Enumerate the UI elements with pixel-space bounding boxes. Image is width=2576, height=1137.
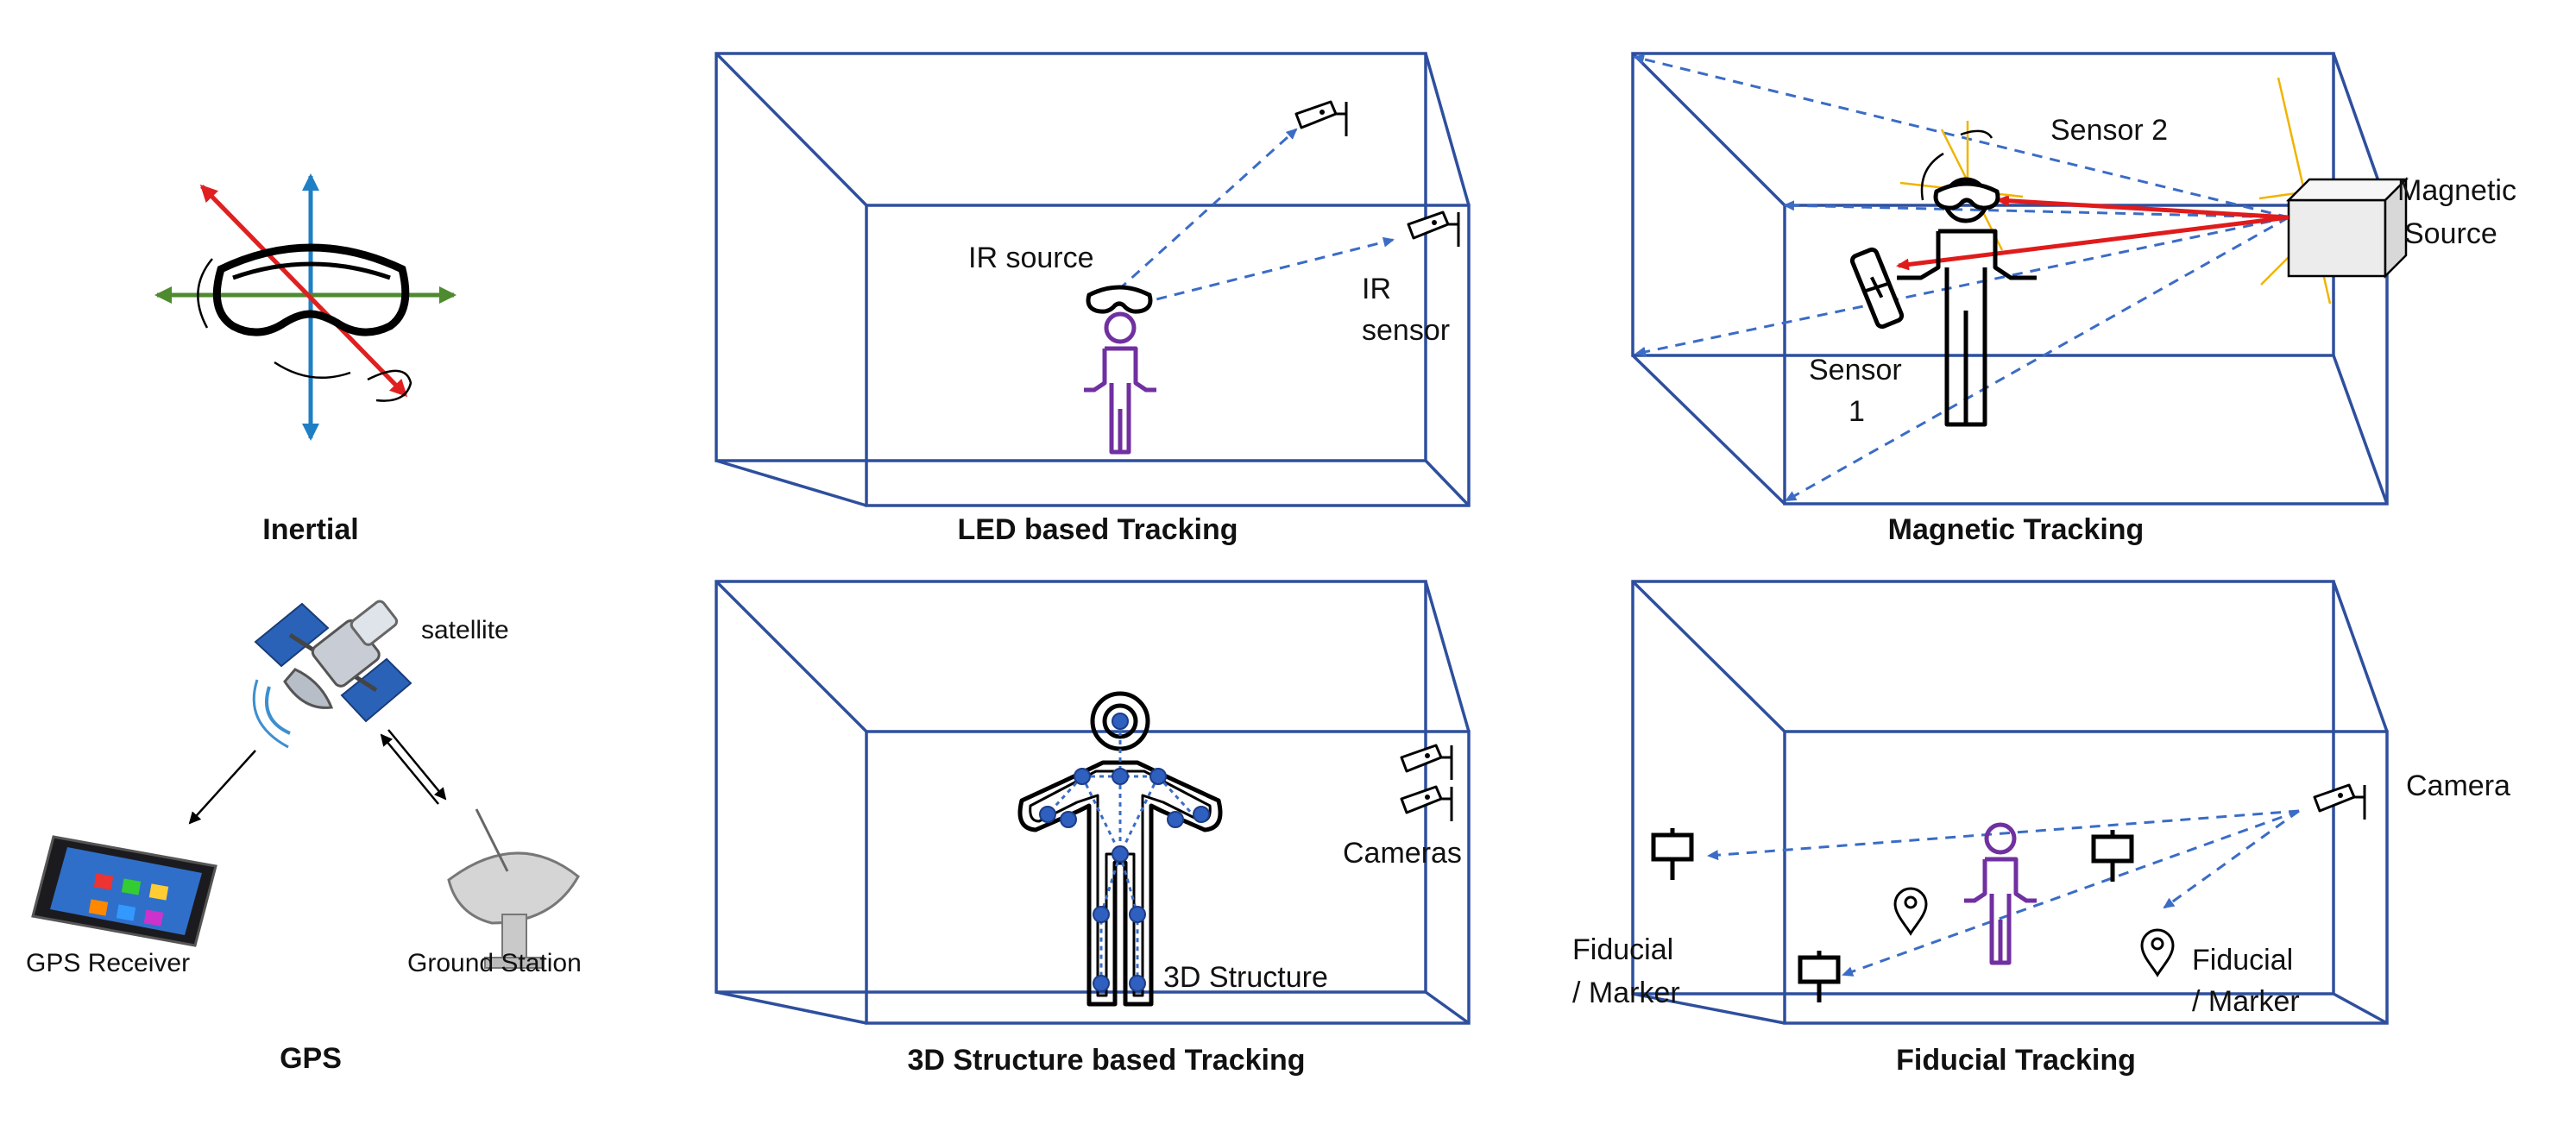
- label-cameras: Cameras: [1343, 837, 1462, 870]
- label-magnetic-source: Magnetic: [2397, 174, 2516, 207]
- signal-arrow: [387, 729, 447, 801]
- label-ir-source: IR source: [968, 242, 1094, 274]
- field-ray: [1783, 200, 2289, 219]
- person-icon: [1964, 825, 2037, 963]
- caption-led: LED based Tracking: [958, 513, 1238, 546]
- room-box: [715, 52, 1471, 507]
- rotation-arc-icon: [197, 258, 213, 329]
- gps-receiver-phone-icon: [31, 835, 217, 947]
- label-gps-receiver: GPS Receiver: [26, 949, 190, 977]
- satellite-icon: [252, 600, 413, 749]
- magnetic-ray: [1896, 215, 2289, 271]
- goggles-icon: [212, 243, 410, 336]
- caption-fiducial: Fiducial Tracking: [1896, 1044, 2136, 1077]
- camera-ray: [1707, 809, 2300, 861]
- person-icon: [1897, 121, 2037, 427]
- inertial-panel: Inertial: [154, 173, 457, 546]
- location-pin-icon: [1893, 887, 1928, 935]
- label-sensor-1: 1: [1849, 395, 1865, 428]
- ir-sensor-camera-icon: [1407, 210, 1460, 248]
- sensor-controller-icon: [1849, 247, 1905, 330]
- signal-arrow: [380, 733, 439, 805]
- label-3d-structure: 3D Structure: [1163, 961, 1328, 994]
- person-icon: [1084, 314, 1156, 452]
- caption-gps: GPS: [280, 1042, 342, 1075]
- label-ir-sensor: IR: [1362, 273, 1391, 305]
- field-ray: [1785, 216, 2289, 502]
- inertial-axes: [154, 173, 457, 441]
- camera-icon: [2313, 783, 2366, 821]
- joint-markers: [1039, 713, 1210, 992]
- room-box: [1631, 580, 2389, 1025]
- field-ray: [1634, 216, 2289, 357]
- fiducial-panel: Camera Fiducial / Marker Fiducial / Mark…: [1572, 580, 2510, 1077]
- ir-sensor-camera-icon: [1294, 100, 1348, 138]
- ir-ray: [1117, 128, 1298, 292]
- label-fiducial-right: / Marker: [2192, 985, 2300, 1018]
- magnetic-panel: Sensor 2 Sensor 1 Magnetic Source Magnet…: [1631, 52, 2516, 546]
- label-sensor-1: Sensor: [1809, 354, 1902, 386]
- label-fiducial-right: Fiducial: [2192, 944, 2293, 977]
- magnetic-source-cube-icon: [2258, 77, 2409, 305]
- rotation-arc-icon: [367, 369, 413, 402]
- label-fiducial-left: / Marker: [1572, 977, 1680, 1009]
- location-pin-icon: [2140, 928, 2175, 977]
- ir-ray: [1138, 236, 1395, 305]
- magnetic-ray: [1996, 194, 2289, 220]
- label-sensor-2: Sensor 2: [2050, 114, 2168, 147]
- signal-arrow: [188, 750, 256, 825]
- label-ground-station: Ground Station: [407, 949, 582, 977]
- caption-structure: 3D Structure based Tracking: [907, 1044, 1305, 1077]
- headset-icon: [1088, 287, 1150, 311]
- field-ray: [1633, 53, 2289, 219]
- gps-panel: satellite GPS Receiver Ground Station GP…: [26, 600, 582, 1075]
- rotation-arc-icon: [274, 361, 351, 380]
- label-camera: Camera: [2406, 770, 2510, 802]
- label-fiducial-left: Fiducial: [1572, 933, 1673, 966]
- label-satellite: satellite: [421, 616, 509, 644]
- ground-station-dish-icon: [447, 808, 580, 969]
- room-box: [715, 580, 1471, 1025]
- camera-ray: [2163, 809, 2300, 909]
- label-ir-sensor: sensor: [1362, 314, 1450, 347]
- structure-panel: Cameras 3D Structure 3D Structure based …: [715, 580, 1471, 1077]
- camera-ray: [1842, 809, 2300, 977]
- caption-inertial: Inertial: [262, 513, 358, 546]
- skeleton-figure: [1017, 691, 1223, 1007]
- fiducial-marker-icon: [1653, 828, 1691, 880]
- caption-magnetic: Magnetic Tracking: [1888, 513, 2145, 546]
- label-magnetic-source: Source: [2404, 217, 2497, 250]
- led-panel: IR source IR sensor LED based Tracking: [715, 52, 1471, 546]
